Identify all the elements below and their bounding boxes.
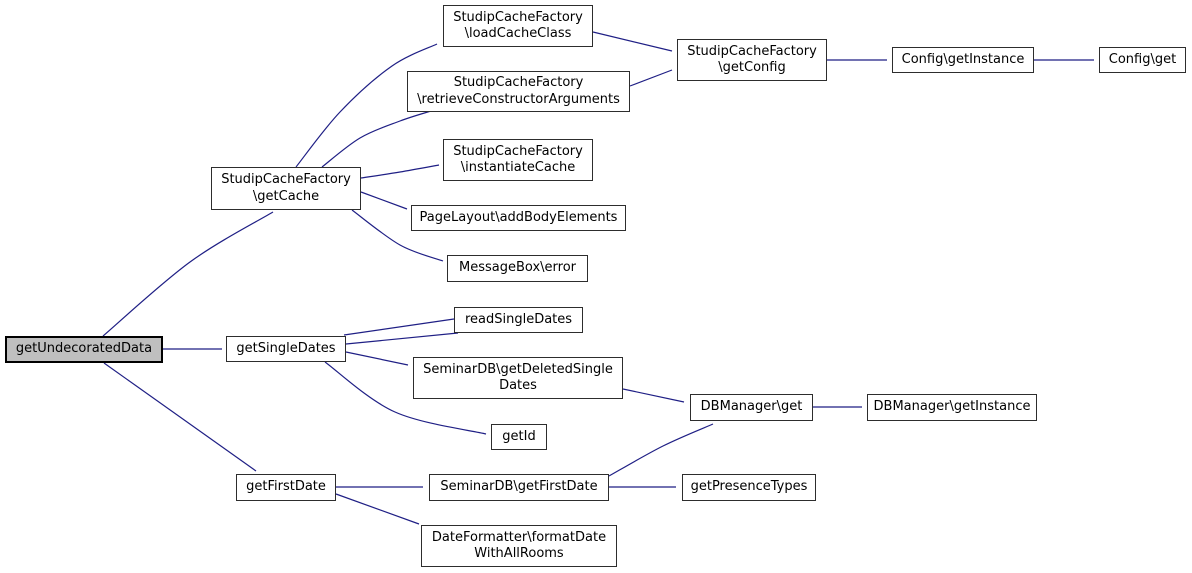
node-loadCacheClass[interactable]: StudipCacheFactory\loadCacheClass (443, 5, 593, 47)
node-dbManagerGet[interactable]: DBManager\get (690, 394, 813, 421)
node-label: getSingleDates (236, 340, 336, 356)
node-label: DBManager\getInstance (873, 399, 1031, 415)
edge-getUndecoratedData-to-getFirstDate (103, 362, 257, 472)
node-label: getUndecoratedData (15, 341, 153, 357)
node-getPresenceTypes[interactable]: getPresenceTypes (682, 474, 816, 501)
node-label: \instantiateCache (460, 160, 576, 175)
node-label: \retrieveConstructorArguments (417, 91, 620, 107)
node-label: MessageBox\error (459, 260, 576, 276)
node-label: DBManager\get (700, 399, 803, 415)
node-configGetInstance[interactable]: Config\getInstance (892, 47, 1034, 73)
node-configGet[interactable]: Config\get (1099, 47, 1186, 73)
edge-getSingleDates-to-getDeletedSingleDates (345, 351, 409, 366)
node-seminarDbGetFirstDate[interactable]: SeminarDB\getFirstDate (429, 474, 609, 501)
edge-getCache-to-retrieveConstructorArguments (321, 110, 432, 168)
edge-getCache-to-addBodyElements (360, 191, 408, 210)
node-label: Config\getInstance (901, 51, 1025, 67)
node-label: StudipCacheFactory (687, 43, 817, 59)
edge-getFirstDate-to-formatDateWithAllRooms (335, 493, 420, 525)
node-label: readSingleDates (464, 311, 573, 327)
node-label: \getCache (252, 188, 320, 204)
node-label: StudipCacheFactory (453, 143, 583, 159)
node-label: WithAllRooms (474, 546, 564, 561)
node-label: getPresenceTypes (690, 479, 808, 495)
node-label: \getConfig (718, 60, 786, 75)
node-getCache[interactable]: StudipCacheFactory\getCache (211, 167, 361, 210)
node-label: StudipCacheFactory (453, 9, 583, 25)
node-label: StudipCacheFactory (453, 75, 584, 90)
node-messageBoxError[interactable]: MessageBox\error (447, 255, 588, 282)
edges-group (102, 31, 1094, 525)
edge-readSingleDates-to-getSingleDates (343, 318, 455, 336)
node-label: getFirstDate (246, 479, 326, 495)
node-label: Dates (499, 378, 537, 393)
node-label: getId (502, 428, 536, 444)
node-label: PageLayout\addBodyElements (419, 209, 618, 225)
node-label: SeminarDB\getFirstDate (440, 479, 598, 495)
node-label: DateFormatter\formatDate (431, 529, 607, 545)
node-getUndecoratedData: getUndecoratedData (5, 336, 163, 363)
node-addBodyElements[interactable]: PageLayout\addBodyElements (411, 205, 626, 231)
edge-getDeletedSingleDates-to-dbManagerGet (622, 388, 685, 403)
node-retrieveConstructorArguments[interactable]: StudipCacheFactory\retrieveConstructorAr… (407, 71, 630, 112)
node-label: Config\get (1108, 51, 1177, 67)
node-label: \loadCacheClass (464, 26, 572, 41)
edge-getSingleDates-to-getId (324, 361, 487, 435)
edge-loadCacheClass-to-getConfig (592, 31, 673, 52)
node-readSingleDates[interactable]: readSingleDates (454, 307, 583, 333)
node-getConfig[interactable]: StudipCacheFactory\getConfig (677, 39, 827, 81)
edge-getCache-to-instantiateCache (360, 164, 440, 179)
node-getFirstDate[interactable]: getFirstDate (236, 474, 336, 501)
node-dbManagerGetInstance[interactable]: DBManager\getInstance (867, 394, 1037, 421)
edge-getCache-to-loadCacheClass (295, 43, 438, 168)
node-getId[interactable]: getId (491, 424, 547, 450)
node-instantiateCache[interactable]: StudipCacheFactory\instantiateCache (443, 139, 593, 181)
edge-getSingleDates-to-readSingleDates (345, 332, 459, 345)
edge-retrieveConstructorArguments-to-getConfig (629, 69, 673, 87)
node-label: SeminarDB\getDeletedSingle (423, 361, 613, 377)
edge-seminarDbGetFirstDate-to-dbManagerGet (608, 423, 714, 477)
node-label: StudipCacheFactory (221, 172, 351, 187)
node-getSingleDates[interactable]: getSingleDates (226, 336, 346, 362)
edge-getCache-to-messageBoxError (351, 209, 444, 262)
edge-getUndecoratedData-to-getCache (102, 211, 274, 337)
